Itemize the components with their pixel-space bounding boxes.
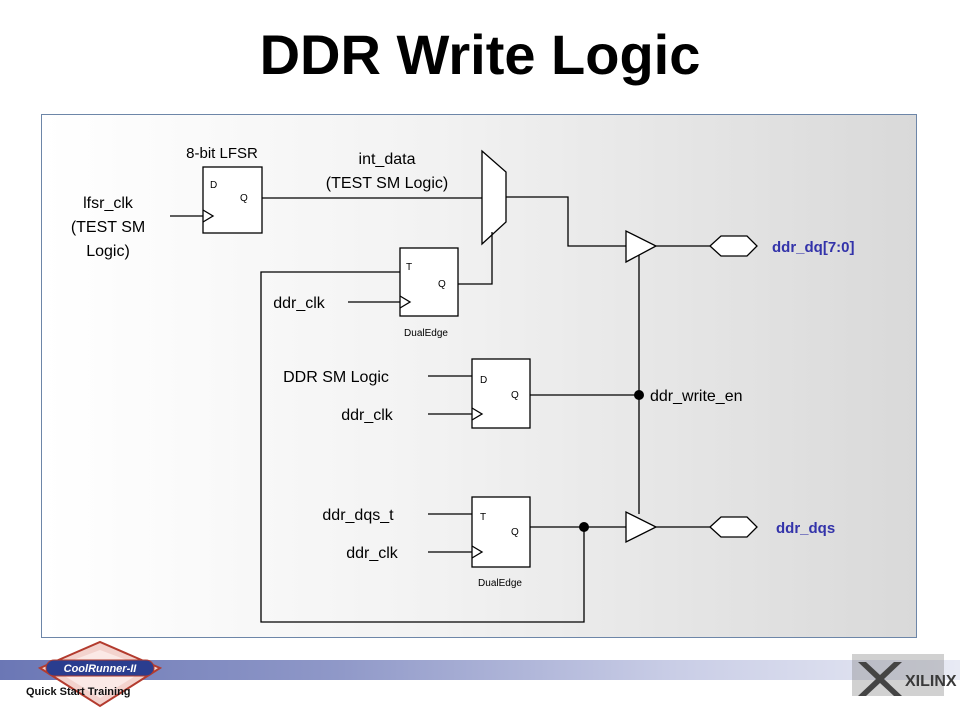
footer-band [0, 660, 960, 680]
ff1-pin-t: T [406, 262, 412, 273]
dq-output-port [709, 235, 758, 257]
dqs-output-port [709, 516, 758, 538]
write-en-label: ddr_write_en [650, 388, 743, 405]
xilinx-wordmark: XILINX [905, 673, 957, 690]
lfsr-pin-d: D [210, 180, 217, 191]
lfsr-clock-marker [202, 209, 215, 223]
footer-graphics: CoolRunner-II XILINX [37, 640, 957, 708]
ff3-clock-marker [471, 545, 484, 559]
ff1-clock-marker [399, 295, 412, 309]
ff2-pin-d: D [480, 375, 487, 386]
lfsr-clk-label: lfsr_clk [83, 195, 134, 212]
dqs-output-label: ddr_dqs [776, 520, 835, 537]
lfsr-caption: 8-bit LFSR [186, 145, 258, 162]
int-data-label: int_data [359, 151, 416, 168]
lfsr-clk-label-2: (TEST SM [71, 219, 145, 236]
dq-buffer [625, 229, 658, 264]
int-data-sublabel: (TEST SM Logic) [326, 175, 448, 192]
lfsr-flipflop [202, 166, 263, 234]
ff2-clock-marker [471, 407, 484, 421]
dqs-junction [579, 522, 589, 532]
ff1-flipflop [399, 247, 459, 317]
ff3-pin-q: Q [511, 527, 519, 538]
ff2-input-label: DDR SM Logic [283, 369, 389, 386]
ff2-clk-label: ddr_clk [341, 407, 394, 424]
mux-output-wire [506, 196, 626, 247]
dq-output-label: ddr_dq[7:0] [772, 239, 855, 256]
coolrunner-logo: CoolRunner-II [37, 640, 163, 708]
ff2-pin-q: Q [511, 390, 519, 401]
ff1-q-to-mux-wire [458, 232, 493, 285]
dqs-buffer [625, 510, 658, 544]
ff2-flipflop [471, 358, 531, 429]
ff3-clk-label: ddr_clk [346, 545, 399, 562]
xilinx-logo: XILINX [852, 654, 957, 696]
ff3-type-label: DualEdge [478, 578, 522, 589]
dqs-feedback-wire [260, 271, 585, 623]
ff3-pin-t: T [480, 512, 486, 523]
footer-training-label: Quick Start Training [26, 686, 131, 698]
page-title: DDR Write Logic [259, 23, 701, 86]
ff1-pin-q: Q [438, 279, 446, 290]
ff1-clk-label: ddr_clk [273, 295, 326, 312]
ff3-flipflop [471, 496, 531, 568]
lfsr-clk-label-3: Logic) [86, 243, 130, 260]
ff3-input-label: ddr_dqs_t [322, 507, 394, 524]
write-en-junction [634, 390, 644, 400]
lfsr-pin-q: Q [240, 193, 248, 204]
coolrunner-wordmark: CoolRunner-II [64, 663, 138, 675]
ff1-type-label: DualEdge [404, 328, 448, 339]
multiplexer [481, 149, 507, 246]
